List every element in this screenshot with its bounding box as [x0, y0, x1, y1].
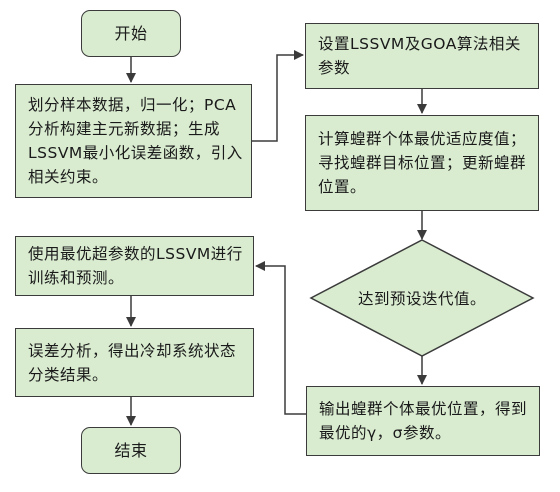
error-analysis-label: 误差分析，得出冷却系统状态分类结果。 — [28, 341, 237, 384]
end-label: 结束 — [114, 440, 148, 460]
set-params-node: 设置LSSVM及GOA算法相关参数 — [305, 23, 539, 89]
preprocess-node: 划分样本数据，归一化；PCA分析构建主元新数据；生成LSSVM最小化误差函数，引… — [15, 84, 252, 198]
error-analysis-node: 误差分析，得出冷却系统状态分类结果。 — [15, 328, 254, 397]
compute-fitness-node: 计算蝗群个体最优适应度值；寻找蝗群目标位置；更新蝗群位置。 — [305, 115, 539, 211]
end-node: 结束 — [81, 427, 181, 474]
start-label: 开始 — [114, 23, 148, 43]
output-best-node: 输出蝗群个体最优位置，得到最优的γ，σ参数。 — [306, 386, 540, 456]
output-best-label: 输出蝗群个体最优位置，得到最优的γ，σ参数。 — [319, 400, 528, 442]
arrow-output-to-train — [255, 261, 306, 415]
decision-diamond — [309, 239, 535, 357]
train-predict-label: 使用最优超参数的LSSVM进行训练和预测。 — [28, 245, 243, 287]
train-predict-node: 使用最优超参数的LSSVM进行训练和预测。 — [15, 236, 254, 296]
set-params-label: 设置LSSVM及GOA算法相关参数 — [318, 35, 521, 77]
decision-label: 达到预设迭代值。 — [357, 290, 486, 308]
compute-fitness-label: 计算蝗群个体最优适应度值；寻找蝗群目标位置；更新蝗群位置。 — [318, 130, 527, 196]
arrow-preprocess-to-set-params — [252, 50, 304, 142]
preprocess-label: 划分样本数据，归一化；PCA分析构建主元新数据；生成LSSVM最小化误差函数，引… — [28, 96, 243, 186]
start-node: 开始 — [81, 10, 181, 57]
